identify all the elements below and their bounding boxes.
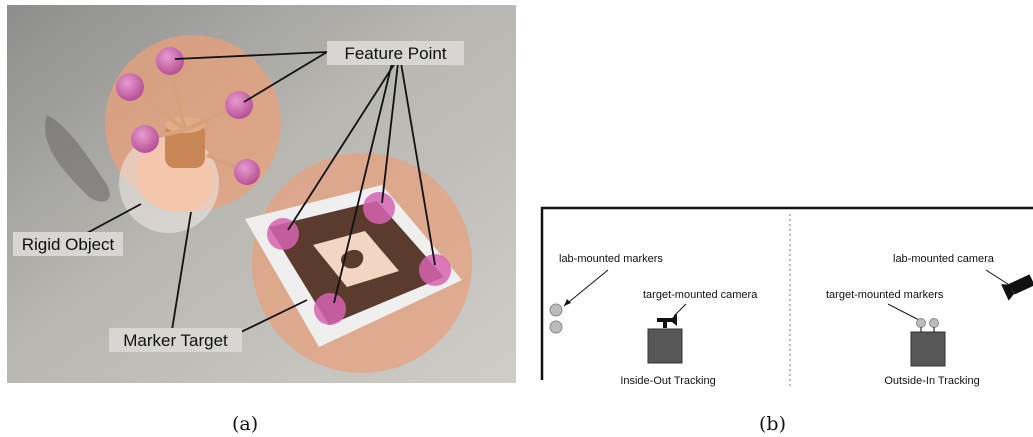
feature-point xyxy=(234,159,260,185)
feature-point xyxy=(267,218,299,250)
feature-point xyxy=(363,192,395,224)
target-box xyxy=(647,328,683,364)
rigid-object-label: Rigid Object xyxy=(13,232,123,256)
feature-point-label: Feature Point xyxy=(327,41,464,65)
arrow-target-markers xyxy=(887,303,920,321)
target-marker xyxy=(929,318,939,328)
target-marker xyxy=(916,318,926,328)
outside-in-tracking-label: Outside-In Tracking xyxy=(884,375,979,387)
camera-icon xyxy=(657,314,677,328)
marker-target-label: Marker Target xyxy=(109,328,242,352)
feature-point xyxy=(156,47,184,75)
panel-b-diagram: lab-mounted markers target-mounted camer… xyxy=(540,206,1033,387)
caption-a: (a) xyxy=(232,413,259,435)
target-box xyxy=(910,331,946,367)
lab-mounted-camera-label: lab-mounted camera xyxy=(893,253,995,265)
lab-camera-icon xyxy=(1001,274,1033,301)
lab-marker xyxy=(549,303,563,317)
target-mounted-markers-label: target-mounted markers xyxy=(826,289,944,301)
svg-text:Rigid Object: Rigid Object xyxy=(22,235,115,254)
panel-a-photo: Feature Point Rigid Object Marker Target xyxy=(7,5,516,383)
feature-point xyxy=(116,73,144,101)
inside-out-tracking-label: Inside-Out Tracking xyxy=(620,375,715,387)
feature-points xyxy=(116,47,451,325)
caption-b: (b) xyxy=(759,413,786,435)
lab-mounted-markers-label: lab-mounted markers xyxy=(559,253,663,265)
feature-point xyxy=(225,91,253,119)
lab-marker xyxy=(549,320,563,334)
arrowhead xyxy=(564,299,571,306)
svg-text:Marker Target: Marker Target xyxy=(123,331,228,350)
arrow-lab-markers xyxy=(563,269,609,307)
feature-point xyxy=(131,125,159,153)
arrow-target-camera xyxy=(673,303,687,317)
target-mounted-camera-label: target-mounted camera xyxy=(643,289,758,301)
feature-point xyxy=(314,293,346,325)
object-shadow xyxy=(45,115,110,202)
feature-point xyxy=(419,254,451,286)
callout-lines xyxy=(86,51,436,333)
room-frame xyxy=(540,206,1033,380)
svg-text:Feature Point: Feature Point xyxy=(344,44,446,63)
